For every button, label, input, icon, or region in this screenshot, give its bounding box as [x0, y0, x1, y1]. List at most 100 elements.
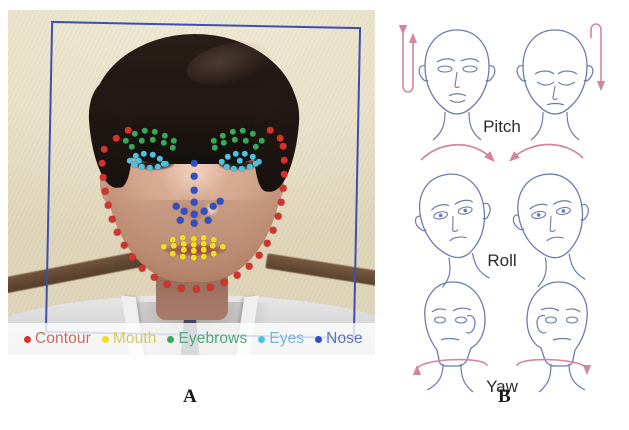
- landmark-point-mouth: [169, 250, 177, 258]
- landmark-point-eyebrows: [138, 137, 146, 145]
- landmark-point-eyes: [135, 157, 143, 165]
- landmark-point-mouth: [210, 236, 218, 244]
- panel-a-caption: A: [183, 386, 197, 407]
- landmark-point-contour: [100, 145, 108, 153]
- landmark-point-eyes: [131, 161, 139, 169]
- landmark-point-eyebrows: [249, 130, 257, 138]
- legend-item-eyebrows: Eyebrows: [167, 330, 247, 348]
- landmark-point-eyebrows: [131, 130, 139, 138]
- landmark-point-nose: [190, 159, 198, 167]
- landmark-point-contour: [206, 283, 214, 291]
- landmark-point-mouth: [210, 250, 218, 258]
- landmark-point-mouth: [200, 246, 208, 254]
- pitch-label: Pitch: [483, 117, 521, 136]
- landmark-point-eyes: [241, 150, 249, 158]
- landmark-point-contour: [266, 126, 274, 134]
- landmark-point-contour: [120, 241, 128, 249]
- landmark-point-nose: [190, 219, 198, 227]
- landmark-point-nose: [190, 198, 198, 206]
- landmark-point-mouth: [180, 240, 188, 248]
- panel-b-head-pose: Pitch: [383, 8, 621, 400]
- legend-label: Mouth: [112, 330, 157, 347]
- landmark-point-mouth: [180, 246, 188, 254]
- landmark-point-contour: [113, 228, 121, 236]
- landmark-point-mouth: [160, 243, 168, 251]
- landmark-point-contour: [124, 126, 132, 134]
- landmark-point-contour: [280, 156, 288, 164]
- roll-row: Roll: [407, 143, 600, 291]
- legend-dot-eyes-icon: [258, 335, 266, 343]
- face-detection-bounding-box: [44, 20, 362, 340]
- landmark-point-eyes: [138, 163, 146, 171]
- landmark-point-mouth: [200, 240, 208, 248]
- landmark-point-contour: [98, 159, 106, 167]
- landmark-point-eyebrows: [149, 136, 157, 144]
- landmark-point-contour: [279, 184, 287, 192]
- landmark-point-contour: [245, 262, 253, 270]
- yaw-row: Yaw: [412, 281, 592, 396]
- landmark-point-contour: [276, 134, 284, 142]
- landmark-point-eyes: [223, 163, 231, 171]
- landmark-point-eyebrows: [141, 127, 149, 135]
- landmark-point-eyebrows: [210, 137, 218, 145]
- landmark-point-contour: [192, 285, 200, 293]
- landmark-point-contour: [150, 273, 158, 281]
- landmark-point-mouth: [209, 242, 217, 250]
- landmark-point-eyebrows: [258, 137, 266, 145]
- landmark-point-contour: [263, 239, 271, 247]
- pitch-row: Pitch: [398, 23, 606, 141]
- landmark-point-nose: [180, 207, 188, 215]
- landmark-point-nose: [190, 172, 198, 180]
- yaw-label: Yaw: [486, 377, 519, 396]
- legend-label: Eyes: [269, 330, 305, 347]
- landmark-point-contour: [108, 215, 116, 223]
- landmark-point-mouth: [170, 242, 178, 250]
- landmark-point-contour: [255, 251, 263, 259]
- landmark-point-eyebrows: [122, 137, 130, 145]
- legend-label: Eyebrows: [178, 330, 248, 347]
- landmark-point-contour: [280, 170, 288, 178]
- landmark-point-eyebrows: [239, 127, 247, 135]
- landmark-point-nose: [176, 216, 184, 224]
- landmark-point-contour: [128, 253, 136, 261]
- legend-dot-mouth-icon: [101, 335, 109, 343]
- panel-b-caption: B: [498, 386, 511, 407]
- legend-item-contour: Contour: [24, 330, 91, 348]
- landmark-point-contour: [99, 173, 107, 181]
- landmark-point-eyebrows: [229, 128, 237, 136]
- legend-dot-eyebrows-icon: [167, 335, 175, 343]
- landmark-point-eyes: [238, 165, 246, 173]
- landmark-point-eyes: [146, 164, 154, 172]
- landmark-point-mouth: [179, 234, 187, 242]
- landmark-point-eyebrows: [231, 136, 239, 144]
- legend-item-eyes: Eyes: [258, 330, 304, 348]
- landmark-point-mouth: [190, 235, 198, 243]
- landmark-point-mouth: [200, 253, 208, 261]
- landmark-point-eyes: [230, 165, 238, 173]
- landmark-point-contour: [177, 284, 185, 292]
- landmark-point-eyes: [246, 163, 254, 171]
- legend-item-mouth: Mouth: [101, 330, 157, 348]
- landmark-point-eyes: [156, 155, 164, 163]
- landmark-point-mouth: [190, 254, 198, 262]
- landmark-point-eyes: [154, 163, 162, 171]
- landmark-point-eyebrows: [211, 144, 219, 152]
- landmark-point-eyes: [224, 153, 232, 161]
- landmark-point-eyebrows: [219, 132, 227, 140]
- landmark-point-mouth: [190, 241, 198, 249]
- landmark-point-mouth: [190, 247, 198, 255]
- landmark-point-eyes: [232, 150, 240, 158]
- landmark-point-contour: [101, 187, 109, 195]
- landmark-point-eyebrows: [128, 143, 136, 151]
- landmark-point-contour: [277, 198, 285, 206]
- landmark-point-nose: [204, 216, 212, 224]
- roll-label: Roll: [487, 251, 516, 270]
- landmark-point-contour: [163, 280, 171, 288]
- landmark-point-nose: [209, 202, 217, 210]
- landmark-point-eyes: [236, 157, 244, 165]
- landmark-point-eyes: [126, 157, 134, 165]
- landmark-point-eyebrows: [161, 132, 169, 140]
